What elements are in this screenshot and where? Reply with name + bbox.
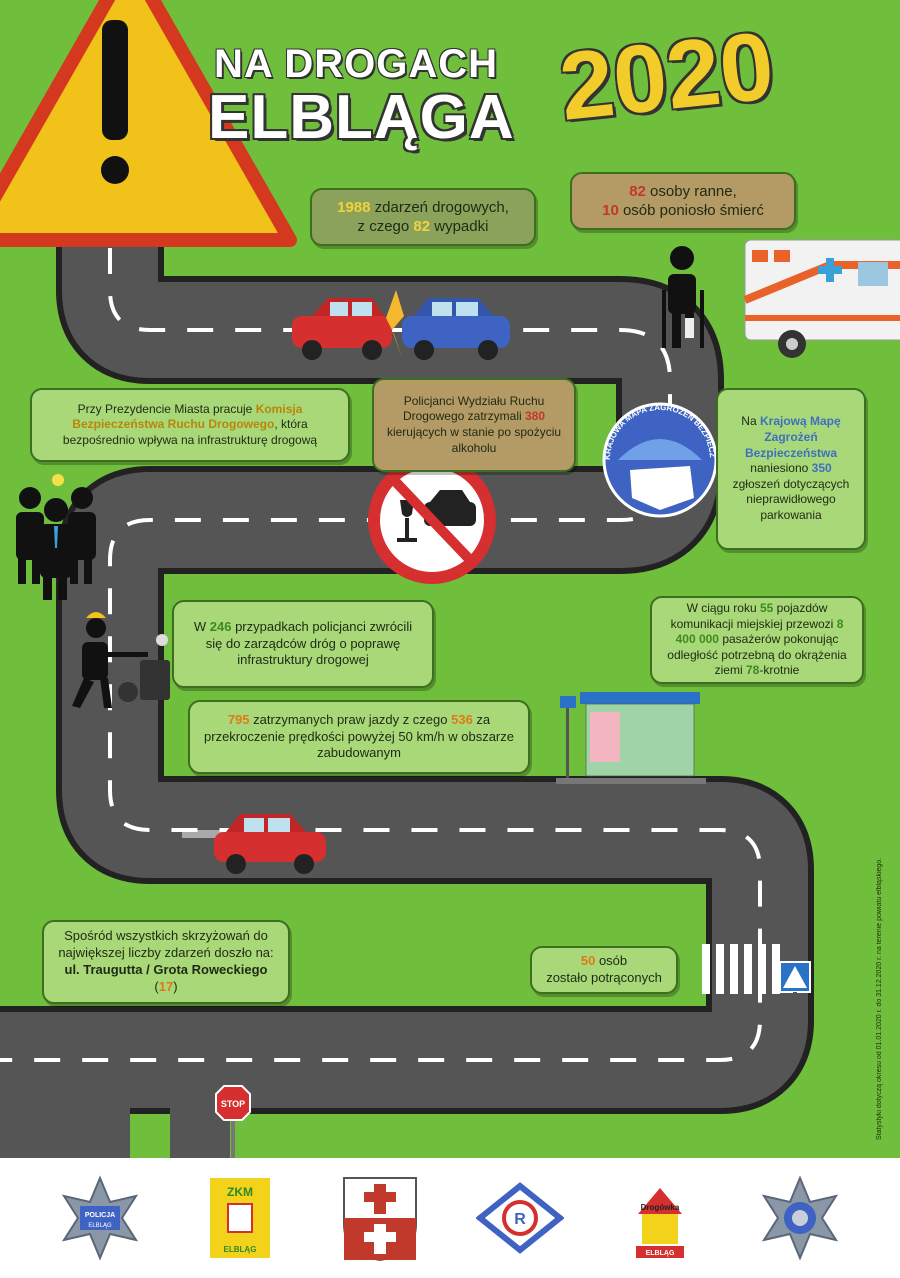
svg-text:R: R bbox=[514, 1211, 526, 1228]
zkm-logo-bottom: ELBLĄG bbox=[224, 1245, 257, 1254]
infrastructure-box: W 246 przypadkach policjanci zwrócili si… bbox=[172, 600, 434, 688]
poster: STOP NA DROGACH ELBLĄGA 2020 1988 zdarze… bbox=[0, 0, 900, 1158]
road-worker-icon bbox=[72, 612, 170, 708]
footer-logos: POLICJA ELBLĄG ZKM ELBLĄG R Drogówka ELB… bbox=[0, 1158, 900, 1278]
drogowka-logo-bottom: ELBLĄG bbox=[646, 1250, 675, 1257]
pedestrians-box: 50 osób zostało potrąconych bbox=[530, 946, 678, 994]
drogowka-logo-top: Drogówka bbox=[641, 1203, 680, 1212]
police-star-badge-logo bbox=[761, 1175, 839, 1261]
speeding-car-icon bbox=[182, 814, 326, 874]
stop-sign-icon: STOP bbox=[215, 1085, 251, 1158]
pedestrian-crossing-icon bbox=[702, 944, 780, 994]
badge-text: KRAJOWA MAPA ZAGROŻEŃ BEZPIECZEŃSTWA bbox=[600, 400, 717, 460]
krajowa-mapa-badge-icon bbox=[602, 402, 718, 518]
bus-stop-icon bbox=[556, 692, 706, 784]
title-year: 2020 bbox=[554, 12, 779, 141]
public-transport-box: W ciągu roku 55 pojazdów komunikacji mie… bbox=[650, 596, 864, 684]
map-reports-box: Na Krajową Mapę Zagrożeń Bezpieczeństwa … bbox=[716, 388, 866, 550]
title-line-1: NA DROGACH bbox=[214, 42, 499, 86]
road-map: STOP bbox=[0, 0, 900, 1158]
incidents-box: 1988 zdarzeń drogowych, z czego 82 wypad… bbox=[310, 188, 536, 246]
crossroad-box: Spośród wszystkich skrzyżowań do najwięk… bbox=[42, 920, 290, 1004]
licences-box: 795 zatrzymanych praw jazdy z czego 536 … bbox=[188, 700, 530, 774]
ambulance-icon bbox=[743, 239, 900, 358]
title-line-2: ELBLĄGA bbox=[208, 83, 515, 152]
drogowka-logo: Drogówka ELBLĄG bbox=[636, 1188, 684, 1258]
commission-box: Przy Prezydencie Miasta pracuje Komisja … bbox=[30, 388, 350, 462]
zkm-logo: ZKM ELBLĄG bbox=[210, 1178, 270, 1258]
city-coat-of-arms-logo bbox=[343, 1177, 417, 1262]
police-star-logo: POLICJA ELBLĄG bbox=[61, 1175, 139, 1261]
drunk-drivers-box: Policjanci Wydziału Ruchu Drogowego zatr… bbox=[372, 378, 576, 472]
traffic-police-logo: R bbox=[476, 1182, 564, 1254]
officials-group-icon bbox=[16, 474, 96, 600]
statistics-note: Statystyki dotyczą okresu od 01.01.2020 … bbox=[876, 857, 883, 1140]
police-logo-top: POLICJA bbox=[85, 1212, 115, 1219]
injured-box: 82 osoby ranne, 10 osób poniosło śmierć bbox=[570, 172, 796, 230]
no-drink-driving-sign-icon bbox=[368, 456, 496, 584]
stop-sign-label: STOP bbox=[221, 1099, 245, 1109]
crossing-sign-icon bbox=[779, 961, 811, 1010]
crashed-cars-icon bbox=[292, 290, 510, 360]
badge-label: KRAJOWA MAPA ZAGROŻEŃ BEZPIECZEŃSTWA bbox=[600, 400, 717, 460]
warning-sign-icon bbox=[0, 0, 297, 247]
injured-person-icon bbox=[662, 246, 704, 348]
svg-text:KRAJOWA MAPA ZAGROŻEŃ BEZPIECZ: KRAJOWA MAPA ZAGROŻEŃ BEZPIECZEŃSTWA bbox=[600, 400, 717, 460]
zkm-logo-top: ZKM bbox=[227, 1185, 253, 1199]
police-logo-bottom: ELBLĄG bbox=[88, 1223, 112, 1229]
